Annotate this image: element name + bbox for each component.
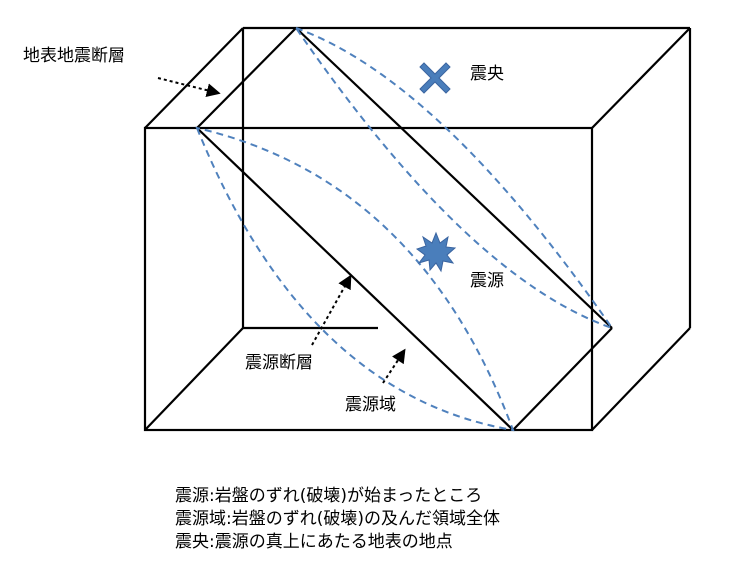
- surface-fault-arrow: [157, 77, 221, 98]
- surface-fault-label: 地表地震断層: [23, 46, 125, 66]
- source-fault-arrow: [311, 274, 352, 346]
- source-fault-line-left: [196, 127, 514, 431]
- source-region-outline: [195, 25, 615, 432]
- source-region-arrow: [382, 348, 406, 384]
- box-edge-top-left: [144, 27, 244, 129]
- epicenter-label: 震央: [470, 64, 504, 84]
- legend: 震源:岩盤のずれ(破壊)が始まったところ 震源域:岩盤のずれ(破壊)の及んだ領域…: [175, 485, 500, 554]
- starburst-icon: [415, 231, 457, 273]
- source-fault-line-right: [295, 27, 613, 329]
- x-mark-icon: [419, 62, 451, 94]
- source-region-lens-left: [195, 126, 515, 432]
- fault-bottom-trace: [512, 327, 613, 431]
- legend-item-hypocenter: 震源:岩盤のずれ(破壊)が始まったところ: [175, 486, 483, 506]
- fault-surface-trace: [196, 27, 297, 129]
- hypocenter-label: 震源: [470, 271, 504, 291]
- annotation-arrows: [157, 77, 406, 384]
- box-edge-bottom-right: [591, 327, 691, 431]
- source-fault-label: 震源断層: [245, 353, 313, 373]
- source-region-lens-right: [293, 25, 615, 330]
- box-edge-bottom-left: [144, 327, 244, 431]
- box-edge-top-right: [591, 27, 691, 129]
- fault-plane: [196, 27, 613, 431]
- legend-item-source-region: 震源域:岩盤のずれ(破壊)の及んだ領域全体: [175, 509, 500, 529]
- legend-item-epicenter: 震央:震源の真上にあたる地表の地点: [175, 532, 453, 552]
- source-region-label: 震源域: [345, 395, 396, 415]
- box-front-face: [143, 126, 594, 432]
- box-outline: [143, 26, 692, 432]
